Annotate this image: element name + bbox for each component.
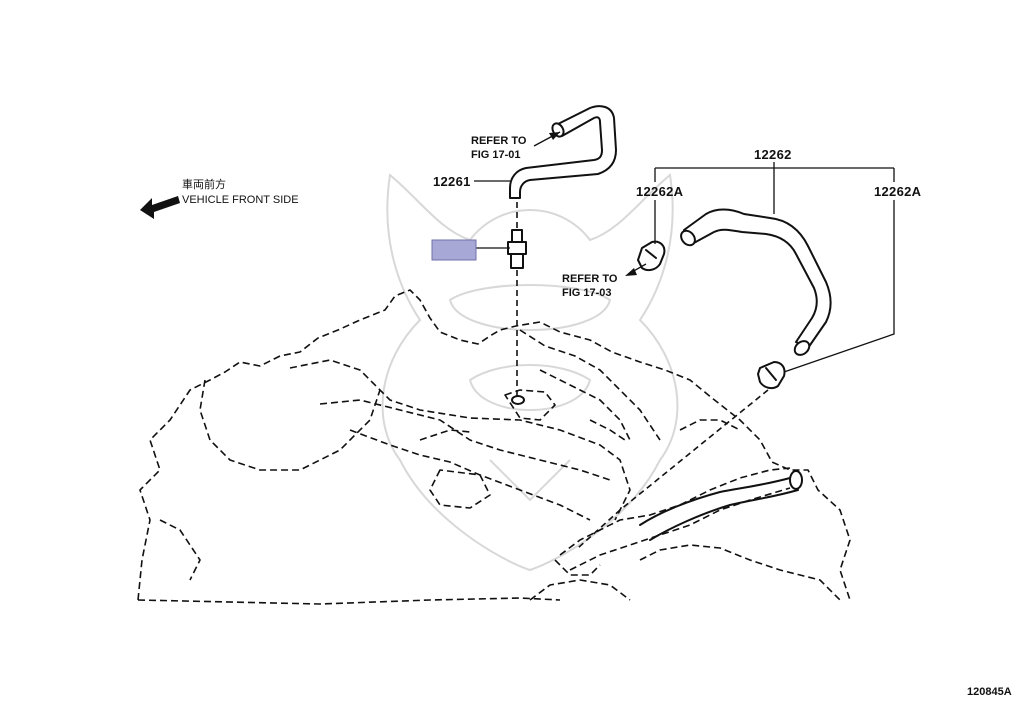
vehicle-front-arrow-icon [140, 196, 180, 219]
clamp-12262a-right[interactable] [757, 361, 786, 390]
clamp-12262a-left[interactable] [637, 240, 666, 272]
redacted-part-number [431, 239, 477, 261]
label-12261[interactable]: 12261 [433, 174, 471, 189]
label-12262a-right[interactable]: 12262A [874, 184, 922, 199]
intake-hose-detail [639, 470, 803, 541]
refer-fig-17-01-line2[interactable]: FIG 17-01 [471, 149, 521, 161]
label-12262a-left[interactable]: 12262A [636, 184, 684, 199]
engine-outline [137, 289, 851, 605]
figure-code: 120845A [967, 686, 1012, 698]
refer-fig-17-01-line1[interactable]: REFER TO [471, 135, 527, 147]
pcv-valve[interactable] [507, 229, 527, 269]
leader-lines [474, 131, 895, 373]
refer-fig-17-03-line1[interactable]: REFER TO [562, 273, 618, 285]
front-side-label-jp: 車両前方 [182, 177, 226, 191]
front-side-label-en: VEHICLE FRONT SIDE [182, 194, 299, 206]
assembly-line-clamp [577, 389, 769, 549]
valve-port [511, 395, 525, 405]
refer-fig-17-03-line2[interactable]: FIG 17-03 [562, 287, 612, 299]
hose-12261[interactable] [509, 105, 617, 199]
label-12262[interactable]: 12262 [754, 147, 792, 162]
hose-12262[interactable] [678, 208, 832, 358]
watermark-emblem [381, 173, 679, 572]
